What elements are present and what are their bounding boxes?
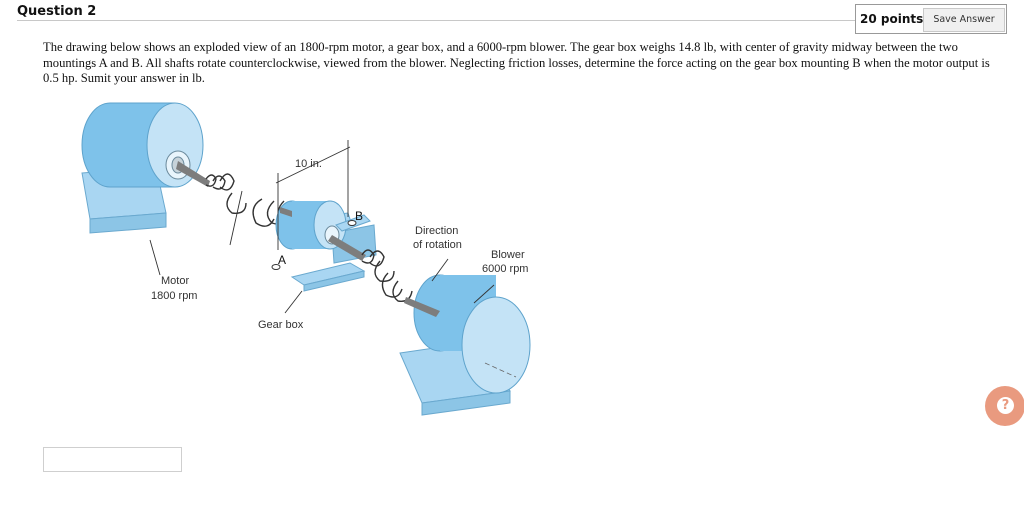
- dimension-label: 10 in.: [295, 158, 322, 170]
- question-text: The drawing below shows an exploded view…: [43, 40, 990, 85]
- mount-a-label: A: [278, 253, 286, 267]
- gearbox-label: Gear box: [258, 319, 304, 331]
- exploded-view-drawing: 10 in. B A Direction of rotation Blower …: [81, 102, 531, 416]
- question-header: Question 2 20 points Save Answer: [0, 0, 1024, 38]
- motor-drawing: [81, 102, 210, 234]
- gearbox-drawing: [271, 200, 377, 292]
- exploded-view-figure: 10 in. B A Direction of rotation Blower …: [70, 95, 570, 435]
- blower-label-line1: Blower: [491, 249, 525, 261]
- motor-label-line1: Motor: [161, 275, 189, 287]
- question-title: Question 2: [17, 4, 97, 19]
- mount-b-label: B: [355, 209, 363, 223]
- blower-drawing: [399, 274, 531, 416]
- header-divider: [17, 20, 855, 21]
- points-label: 20 points: [860, 12, 924, 26]
- points-box: 20 points Save Answer: [855, 4, 1007, 34]
- coupling-spirals: [205, 173, 287, 227]
- answer-input[interactable]: [43, 447, 182, 472]
- question-icon: ?: [997, 397, 1014, 414]
- blower-label-line2: 6000 rpm: [482, 263, 528, 275]
- dimension-lines: [149, 140, 495, 314]
- motor-label-line2: 1800 rpm: [151, 290, 197, 302]
- direction-label-line1: Direction: [415, 225, 458, 237]
- coupling-spirals-2: [361, 249, 413, 302]
- save-answer-button[interactable]: Save Answer: [923, 8, 1005, 32]
- help-button[interactable]: ?: [985, 386, 1024, 426]
- direction-label-line2: of rotation: [413, 239, 462, 251]
